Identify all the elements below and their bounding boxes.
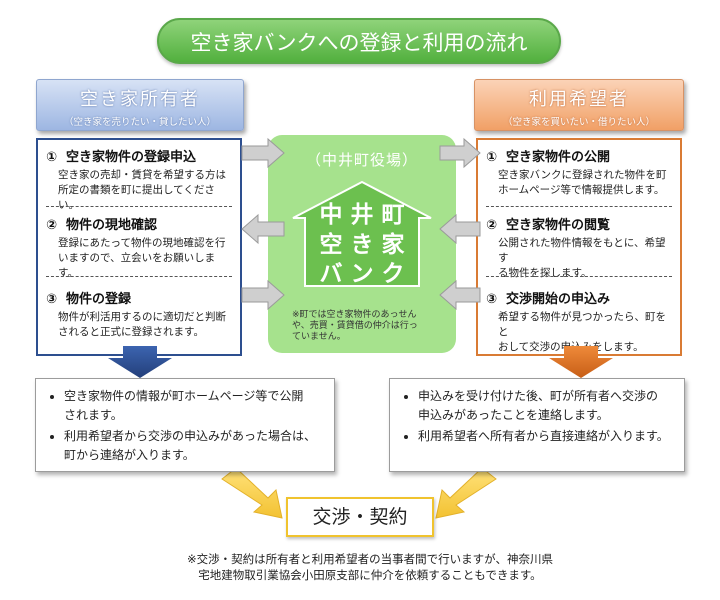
owner-step-3: ③ 物件の登録 物件が利活用するのに適切だと判断されると正式に登録されます。 [46,288,234,340]
step-desc-line: 公開された物件情報をもとに、希望す [498,237,666,264]
arrow-down-icon [108,346,172,378]
arrow-right-icon [241,279,285,311]
step-desc-line: 空き家の売却・賃貸を希望する方は [58,169,226,181]
note-line: ていません。 [292,332,346,342]
owner-header: 空き家所有者 （空き家を売りたい・貸したい人） [36,79,244,131]
page-title: 空き家バンクへの登録と利用の流れ [157,18,561,64]
step-number: ① [486,150,498,165]
note-line: や、売買・賃貸借の仲介は行っ [292,321,418,331]
footnote-line: 宅地建物取引業協会小田原支部に仲介を依頼することもできます。 [198,568,542,582]
step-desc-line: 空き家バンクに登録された物件を町 [498,169,667,181]
owner-heading: 空き家所有者 [80,89,200,110]
summary-item: 利用希望者へ所有者から直接連絡が入ります。 [418,427,674,446]
step-number: ② [486,218,498,233]
town-note: ※町では空き家物件のあっせん や、売買・賃貸借の仲介は行っ ていません。 [292,310,442,343]
owner-step-1: ① 空き家物件の登録申込 空き家の売却・賃貸を希望する方は所定の書類を町に提出して… [46,146,234,213]
step-title: 空き家物件の閲覧 [506,218,611,233]
divider [46,206,232,207]
step-title: 物件の現地確認 [66,218,158,233]
step-desc-line: ホームページ等で情報提供します。 [498,184,665,196]
step-number: ③ [46,292,58,307]
step-desc-line: 所定の書類を町に提出してください。 [58,184,215,211]
arrow-left-icon [439,279,481,311]
step-desc-line: されると正式に登録されます。 [58,326,204,338]
user-subheading: （空き家を買いたい・借りたい人） [502,117,655,128]
arrow-right-icon [439,137,481,169]
step-title: 空き家物件の登録申込 [66,150,197,165]
divider [46,276,232,277]
user-heading: 利用希望者 [529,89,629,110]
owner-subheading: （空き家を売りたい・貸したい人） [63,117,216,128]
note-line: ※町では空き家物件のあっせん [292,310,417,320]
town-hall-panel: （中井町役場） 中 井 町 空 き 家 バ ン ク ※町では空き家物件のあっせん… [268,135,456,353]
step-number: ① [46,150,58,165]
user-header: 利用希望者 （空き家を買いたい・借りたい人） [474,79,684,131]
house-line-1: 中 井 町 [319,202,404,228]
arrow-diagonal-icon [221,467,283,519]
house-icon: 中 井 町 空 き 家 バ ン ク [292,180,432,287]
step-title: 物件の登録 [66,292,132,307]
house-line-3: バ ン ク [319,261,404,287]
owner-steps-panel: ① 空き家物件の登録申込 空き家の売却・賃貸を希望する方は所定の書類を町に提出して… [36,138,242,356]
step-title: 交渉開始の申込み [506,292,611,307]
negotiation-contract-box: 交渉・契約 [286,497,434,537]
summary-item: 利用希望者から交渉の申込みがあった場合は、町から連絡が入ります。 [64,427,324,465]
step-desc-line: 登録にあたって物件の現地確認を行 [58,237,226,249]
arrow-left-icon [439,213,481,245]
arrow-diagonal-icon [435,467,497,519]
step-desc-line: 物件が利活用するのに適切だと判断 [58,311,226,323]
user-step-1: ① 空き家物件の公開 空き家バンクに登録された物件を町ホームページ等で情報提供しま… [486,146,674,198]
step-number: ② [46,218,58,233]
footnote: ※交渉・契約は所有者と利用希望者の当事者間で行いますが、神奈川県 宅地建物取引業… [100,551,640,583]
step-number: ③ [486,292,498,307]
footnote-line: ※交渉・契約は所有者と利用希望者の当事者間で行いますが、神奈川県 [187,552,553,566]
divider [486,276,672,277]
arrow-right-icon [241,137,285,169]
divider [486,206,672,207]
arrow-left-icon [241,213,285,245]
house-line-2: 空 き 家 [319,231,404,258]
step-desc-line: 希望する物件が見つかったら、町をと [498,311,666,338]
town-office-label: （中井町役場） [305,151,418,169]
arrow-down-icon [549,346,613,378]
step-title: 空き家物件の公開 [506,150,611,165]
user-steps-panel: ① 空き家物件の公開 空き家バンクに登録された物件を町ホームページ等で情報提供しま… [476,138,682,356]
